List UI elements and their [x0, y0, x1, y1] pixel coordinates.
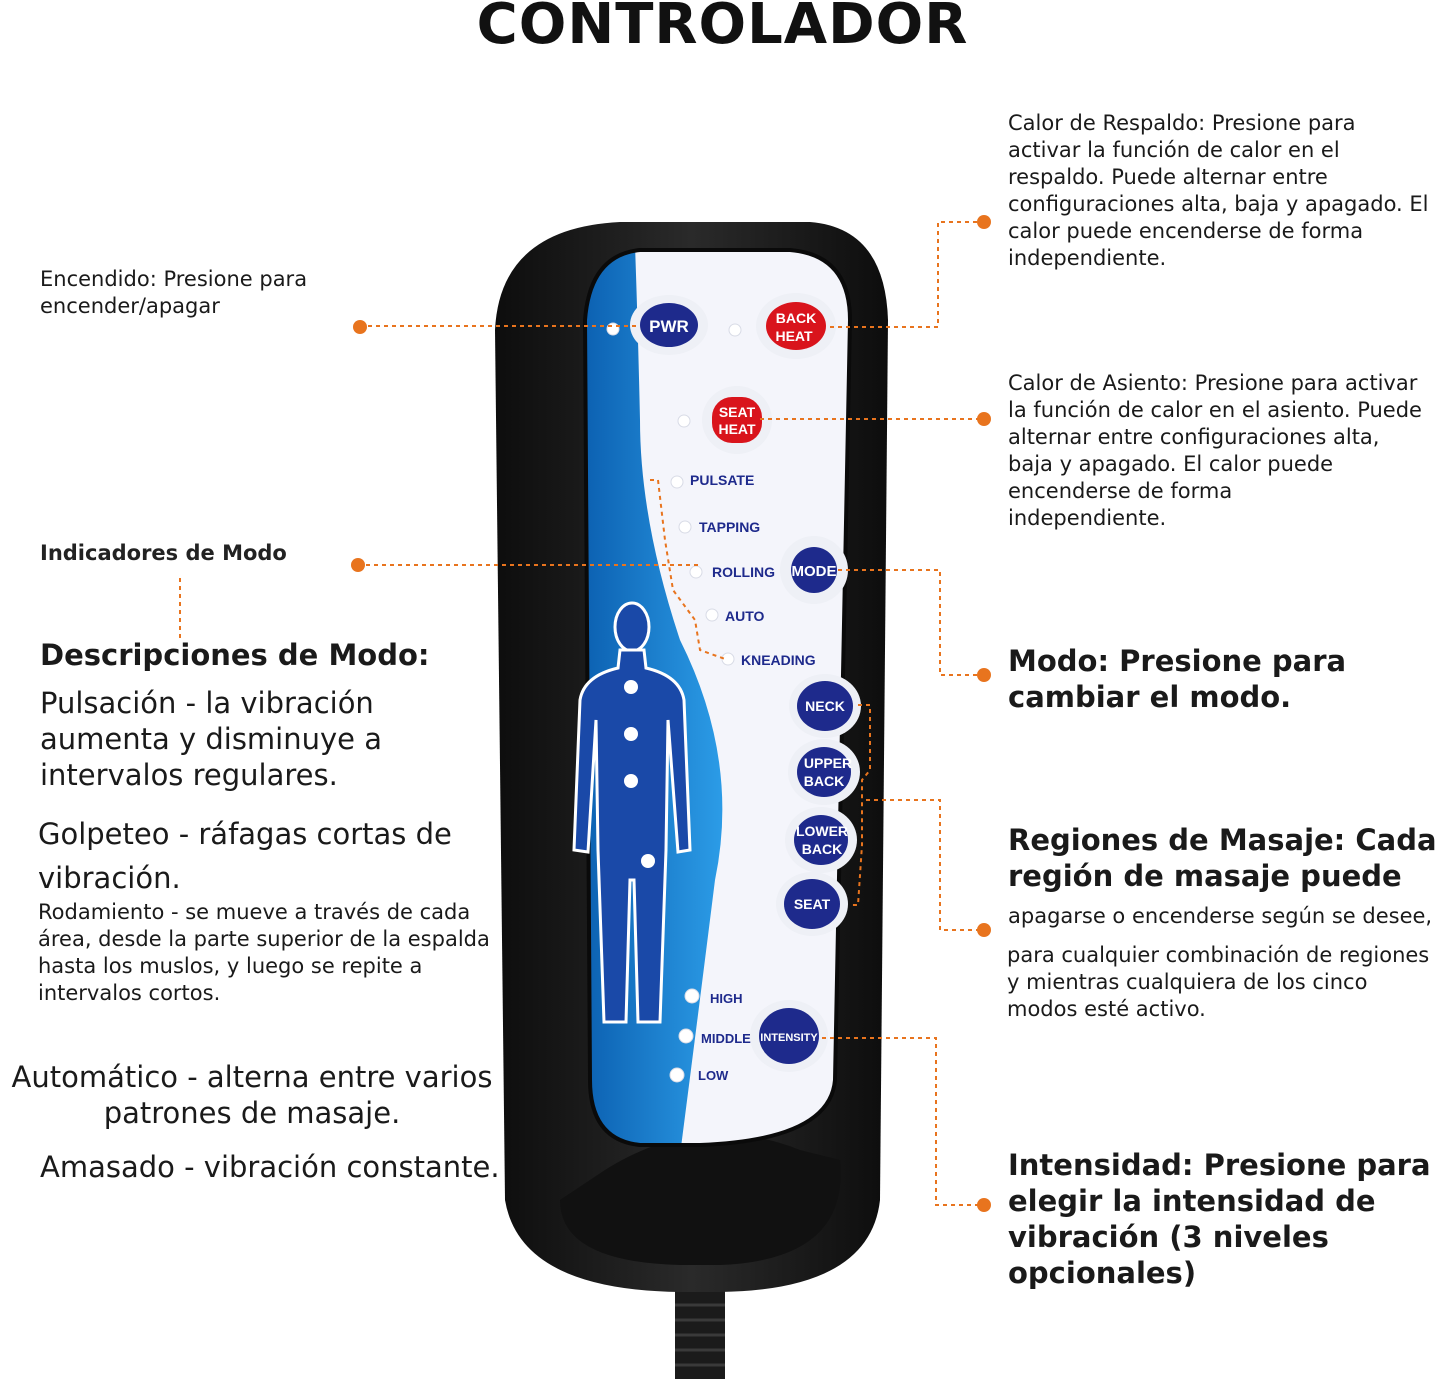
- annotation-regions-title: Regiones de Masaje: Cada región de masaj…: [1008, 823, 1437, 893]
- mode-desc-kneading: Amasado - vibración constante.: [40, 1150, 500, 1184]
- neck-button[interactable]: NECK: [789, 674, 861, 738]
- annotation-back-heat: Calor de Respaldo: Presione para activar…: [1008, 111, 1429, 270]
- marker-dot: [977, 668, 991, 682]
- svg-text:NECK: NECK: [805, 698, 845, 714]
- upper-back-button[interactable]: UPPER BACK: [788, 739, 860, 805]
- svg-text:BACK: BACK: [802, 841, 842, 857]
- svg-text:PWR: PWR: [649, 317, 689, 336]
- leader-lines: [179, 221, 984, 1206]
- pwr-button[interactable]: PWR: [630, 295, 708, 355]
- mode-descriptions-heading: Descripciones de Modo:: [40, 638, 430, 672]
- svg-text:HEAT: HEAT: [775, 328, 813, 344]
- annotation-mode-indicators: Indicadores de Modo: [40, 541, 287, 565]
- mode-label-pulsate: PULSATE: [690, 472, 754, 488]
- human-silhouette-icon: [572, 601, 692, 1024]
- annotation-seat-heat: Calor de Asiento: Presione para activar …: [1008, 371, 1422, 530]
- svg-text:BACK: BACK: [776, 310, 816, 326]
- annotation-regions-line1: apagarse o encenderse según se desee,: [1008, 904, 1433, 928]
- svg-text:UPPER: UPPER: [804, 755, 852, 771]
- pwr-led: [606, 322, 620, 336]
- mode-desc-pulsate: Pulsación - la vibración aumenta y dismi…: [40, 686, 382, 792]
- marker-dot: [977, 923, 991, 937]
- seat-heat-led: [677, 414, 691, 428]
- back-heat-button[interactable]: BACK HEAT: [756, 293, 836, 359]
- marker-dot: [353, 320, 367, 334]
- lower-back-button[interactable]: LOWER BACK: [785, 807, 857, 873]
- mode-label-kneading: KNEADING: [741, 652, 816, 668]
- svg-text:HEAT: HEAT: [718, 421, 756, 437]
- svg-text:MODE: MODE: [792, 563, 837, 580]
- level-label-low: LOW: [698, 1068, 729, 1083]
- mode-desc-rolling: Rodamiento - se mueve a través de cada á…: [38, 900, 490, 1005]
- svg-text:SEAT: SEAT: [719, 404, 756, 420]
- marker-dot: [977, 412, 991, 426]
- level-label-high: HIGH: [710, 991, 743, 1006]
- level-label-middle: MIDDLE: [701, 1031, 751, 1046]
- annotation-intensity: Intensidad: Presione para elegir la inte…: [1008, 1148, 1431, 1290]
- page-title: CONTROLADOR: [476, 0, 969, 57]
- mode-label-tapping: TAPPING: [699, 519, 760, 535]
- mode-label-auto: AUTO: [725, 608, 765, 624]
- svg-text:LOWER: LOWER: [796, 823, 848, 839]
- svg-text:SEAT: SEAT: [794, 896, 831, 912]
- marker-dot: [351, 558, 365, 572]
- svg-text:INTENSITY: INTENSITY: [760, 1032, 818, 1044]
- intensity-button[interactable]: INTENSITY: [750, 1000, 828, 1072]
- annotation-regions-rest: para cualquier combinación de regiones y…: [1007, 943, 1430, 1021]
- back-heat-led: [728, 323, 742, 337]
- annotation-mode: Modo: Presione para cambiar el modo.: [1008, 644, 1347, 714]
- seat-button[interactable]: SEAT: [776, 872, 848, 936]
- seat-heat-button[interactable]: SEAT HEAT: [702, 386, 772, 454]
- svg-text:BACK: BACK: [804, 773, 844, 789]
- mode-label-rolling: ROLLING: [712, 564, 775, 580]
- mode-desc-tapping: Golpeteo - ráfagas cortas de vibración.: [38, 817, 452, 895]
- mode-desc-auto: Automático - alterna entre varios patron…: [11, 1060, 493, 1130]
- marker-dot: [977, 1198, 991, 1212]
- mode-button[interactable]: MODE: [780, 536, 848, 604]
- marker-dot: [977, 215, 991, 229]
- annotation-power: Encendido: Presione para encender/apagar: [40, 267, 308, 318]
